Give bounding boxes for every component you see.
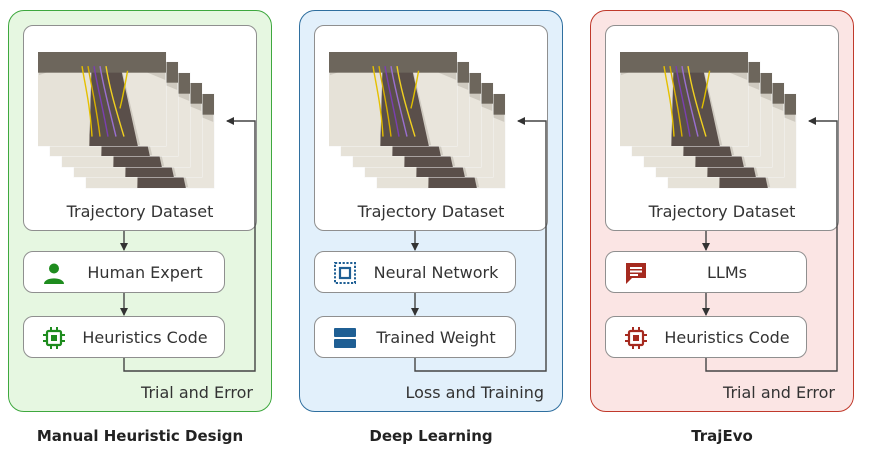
trajectory-frame [37, 51, 167, 147]
panel-deep-learning: Trajectory Dataset Neural Network Traine… [299, 10, 563, 412]
trajectory-frame [328, 51, 458, 147]
heuristics-code-box: Heuristics Code [605, 316, 807, 358]
caption-trajevo: TrajEvo [691, 427, 753, 445]
trained-weight-box: Trained Weight [314, 316, 516, 358]
human-expert-box: Human Expert [23, 251, 225, 293]
flow-arrow [414, 117, 547, 372]
panel-trajevo: Trajectory Dataset LLMs Heuristics Code … [590, 10, 854, 412]
flow-arrow [705, 117, 838, 372]
step1-label: Neural Network [373, 262, 499, 282]
dataset-label: Trajectory Dataset [66, 202, 214, 221]
caption-deep-learning: Deep Learning [369, 427, 493, 445]
heuristics-code-box: Heuristics Code [23, 316, 225, 358]
neural-network-box: Neural Network [314, 251, 516, 293]
trajectory-dataset-box: Trajectory Dataset [23, 25, 257, 231]
loop-label: Trial and Error [141, 383, 253, 402]
person-icon [44, 263, 64, 284]
trajectory-frames [328, 51, 506, 189]
trajectory-frame [619, 51, 749, 147]
dataset-label: Trajectory Dataset [648, 202, 796, 221]
weights-icon [334, 328, 356, 348]
trajectory-dataset-box: Trajectory Dataset [605, 25, 839, 231]
trajectory-image-stack [37, 51, 218, 192]
chat-icon [626, 263, 646, 284]
trajectory-frames [619, 51, 797, 189]
step1-label: LLMs [707, 262, 747, 282]
chip-icon [625, 327, 647, 349]
loop-label: Loss and Training [405, 383, 545, 402]
step2-label: Heuristics Code [664, 327, 790, 347]
network-chip-icon [334, 262, 356, 284]
step2-label: Heuristics Code [82, 327, 208, 347]
chip-icon [43, 327, 65, 349]
llms-box: LLMs [605, 251, 807, 293]
trajectory-image-stack [619, 51, 800, 192]
loop-label: Trial and Error [723, 383, 835, 402]
panel-manual-heuristic-design: Trajectory Dataset Human Expert Heuristi… [8, 10, 272, 412]
trajectory-dataset-box: Trajectory Dataset [314, 25, 548, 231]
trajectory-frames [37, 51, 215, 189]
trajectory-image-stack [328, 51, 509, 192]
step1-label: Human Expert [87, 262, 203, 282]
step2-label: Trained Weight [376, 327, 496, 347]
dataset-label: Trajectory Dataset [357, 202, 505, 221]
caption-manual-heuristic-design: Manual Heuristic Design [36, 427, 244, 445]
flow-arrow [123, 117, 256, 372]
